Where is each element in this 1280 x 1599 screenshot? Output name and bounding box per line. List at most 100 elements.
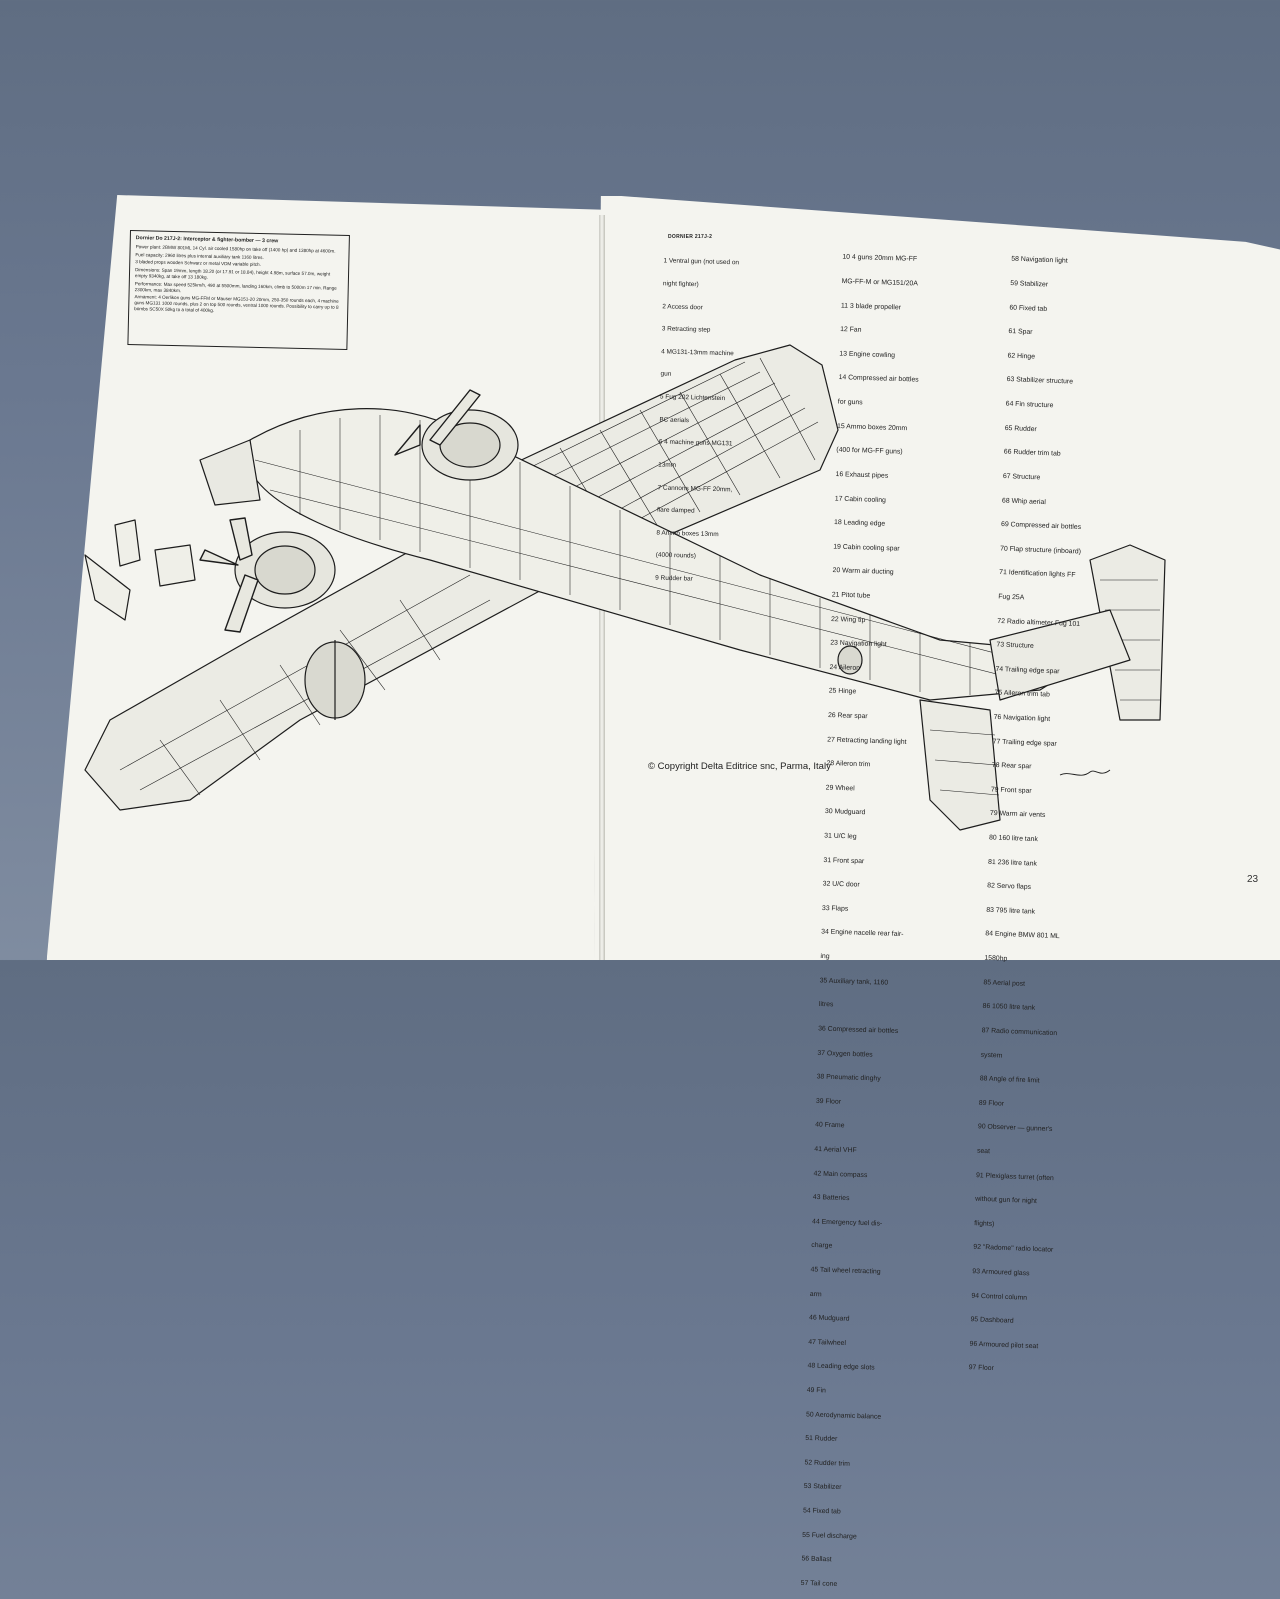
legend-item: 5 Fug 202 Lichtenstein	[659, 393, 726, 403]
legend-item: 23 Navigation light	[830, 639, 887, 649]
legend-item: 1580hp	[984, 954, 1008, 963]
legend-item: 30 Mudguard	[824, 808, 866, 817]
legend-item: 83 795 litre tank	[986, 906, 1036, 916]
legend-title: DORNIER 217J-2	[668, 234, 713, 240]
legend-item: 56 Ballast	[801, 1555, 832, 1564]
legend-item: 51 Rudder	[805, 1435, 838, 1444]
legend-item: 13mm	[658, 461, 677, 469]
legend-item: 96 Armoured pilot seat	[969, 1340, 1039, 1351]
legend-item: flights)	[974, 1220, 995, 1228]
legend-item: 44 Emergency fuel dis-	[811, 1218, 883, 1228]
legend-item: Fug 25A	[998, 593, 1025, 602]
legend-item: 14 Compressed air bottles	[838, 374, 919, 384]
legend-item: 36 Compressed air bottles	[818, 1025, 899, 1035]
legend-item: 79 Warm air vents	[989, 810, 1046, 820]
legend-item: 32 U/C door	[822, 880, 860, 889]
legend-item: 57 Tail cone	[800, 1579, 838, 1588]
legend-item: 52 Rudder trim	[804, 1459, 850, 1468]
page-number: 23	[1247, 874, 1259, 885]
legend-item: 60 Fixed tab	[1009, 304, 1048, 313]
legend-item: 9 Rudder bar	[655, 574, 693, 583]
legend-item: 97 Floor	[968, 1364, 994, 1373]
legend-item: 58 Navigation light	[1011, 256, 1068, 266]
legend-item: 64 Fin structure	[1005, 400, 1054, 410]
legend-item: 93 Armoured glass	[972, 1268, 1030, 1278]
legend-item: 47 Tailwheel	[808, 1338, 847, 1347]
legend-item: 46 Mudguard	[808, 1314, 850, 1323]
legend-item: arm	[809, 1290, 822, 1298]
legend-item: 81 236 litre tank	[987, 858, 1038, 868]
legend-item: 70 Flap structure (inboard)	[1000, 545, 1082, 556]
legend-item: 26 Rear spar	[827, 712, 868, 721]
legend-item: 1 Ventral gun (not used on	[663, 258, 740, 267]
legend-item: 65 Rudder	[1004, 424, 1037, 433]
legend-item: 13 Engine cowling	[839, 350, 896, 360]
legend-item: 17 Cabin cooling	[834, 495, 887, 504]
legend-item: 63 Stabilizer structure	[1006, 376, 1074, 386]
legend-item: BC aerials	[659, 416, 690, 424]
legend-item: MG-FF-M or MG151/20A	[841, 278, 918, 288]
legend-item: ing	[820, 953, 830, 961]
legend-item: 24 Aileron	[829, 663, 861, 672]
legend-item: 29 Wheel	[825, 784, 855, 793]
legend-item: 7 Cannons MG-FF 20mm,	[657, 484, 733, 493]
legend-item: charge	[811, 1242, 833, 1250]
legend-item: 41 Aerial VHF	[814, 1145, 857, 1155]
legend-item: 94 Control column	[971, 1292, 1028, 1302]
legend-item: 15 Ammo boxes 20mm	[836, 422, 908, 432]
legend-item: gun	[660, 371, 672, 378]
legend-item: without gun for night	[975, 1195, 1038, 1206]
legend-item: (4000 rounds)	[655, 552, 696, 560]
legend-item: (400 for MG-FF guns)	[836, 446, 903, 456]
legend-item: 31 Front spar	[823, 856, 865, 865]
legend-item: 79 Front spar	[990, 786, 1032, 795]
legend-item: 35 Auxiliary tank, 1160	[819, 977, 889, 987]
legend-item: 49 Fin	[806, 1387, 826, 1395]
legend-item: 20 Warm air ducting	[832, 567, 894, 577]
legend-item: 10 4 guns 20mm MG-FF	[842, 254, 918, 264]
legend-item: 84 Engine BMW 801 ML	[985, 930, 1060, 941]
legend-item: system	[980, 1051, 1003, 1060]
legend-item: 27 Retracting landing light	[827, 736, 907, 746]
legend-item: 6 4 machine guns MG131	[658, 439, 733, 448]
legend-item: 72 Radio altimeter Fug 101	[997, 617, 1081, 628]
legend-item: 73 Structure	[996, 641, 1034, 650]
legend-item: 87 Radio communication	[981, 1027, 1058, 1038]
legend-item: 68 Whip aerial	[1001, 497, 1046, 506]
legend-item: 61 Spar	[1008, 328, 1033, 337]
legend-item: 3 Retracting step	[661, 325, 711, 334]
legend-item: 39 Floor	[815, 1097, 842, 1106]
legend-item: 22 Wing tip	[830, 615, 866, 624]
legend-item: 8 Ammo boxes 13mm	[656, 529, 719, 538]
legend-item: 37 Oxygen bottles	[817, 1049, 873, 1059]
legend-item: 19 Cabin cooling spar	[833, 543, 900, 553]
legend-item: 75 Aileron trim tab	[994, 689, 1050, 699]
legend-item: 71 Identification lights FF	[999, 569, 1076, 580]
copyright-notice: © Copyright Delta Editrice snc, Parma, I…	[648, 761, 831, 772]
legend-column-1: 1 Ventral gun (not used on night fighter…	[655, 243, 740, 592]
legend-item: 62 Hinge	[1007, 352, 1036, 361]
legend-item: 16 Exhaust pipes	[835, 471, 889, 480]
legend-item: 55 Fuel discharge	[802, 1531, 857, 1541]
legend-item: 12 Fan	[840, 326, 862, 334]
legend-item: 69 Compressed air bottles	[1000, 521, 1082, 532]
legend-item: 11 3 blade propeller	[840, 302, 902, 312]
legend-item: 59 Stabilizer	[1010, 280, 1049, 289]
legend-item: 33 Flaps	[821, 904, 849, 913]
legend-item: 50 Aerodynamic balance	[805, 1411, 882, 1421]
legend-item: 85 Aerial post	[983, 979, 1026, 988]
legend-item: night fighter)	[662, 280, 699, 289]
legend-item: 67 Structure	[1002, 472, 1041, 482]
legend-item: litres	[818, 1001, 834, 1009]
legend-item: for guns	[837, 398, 863, 407]
legend-item: 90 Observer — gunner's	[977, 1123, 1053, 1134]
legend-item: 88 Angle of fire limit	[979, 1075, 1040, 1085]
legend-item: 53 Stabilizer	[803, 1483, 842, 1492]
legend-item: 78 Rear spar	[991, 762, 1032, 771]
legend-item: 18 Leading edge	[833, 519, 886, 528]
legend-item: 31 U/C leg	[824, 832, 857, 841]
legend-item: 45 Tail wheel retracting	[810, 1266, 881, 1276]
legend-item: 54 Fixed tab	[802, 1507, 841, 1516]
legend-item: 66 Rudder trim tab	[1003, 448, 1061, 458]
legend-item: 34 Engine nacelle rear fair-	[821, 929, 904, 939]
